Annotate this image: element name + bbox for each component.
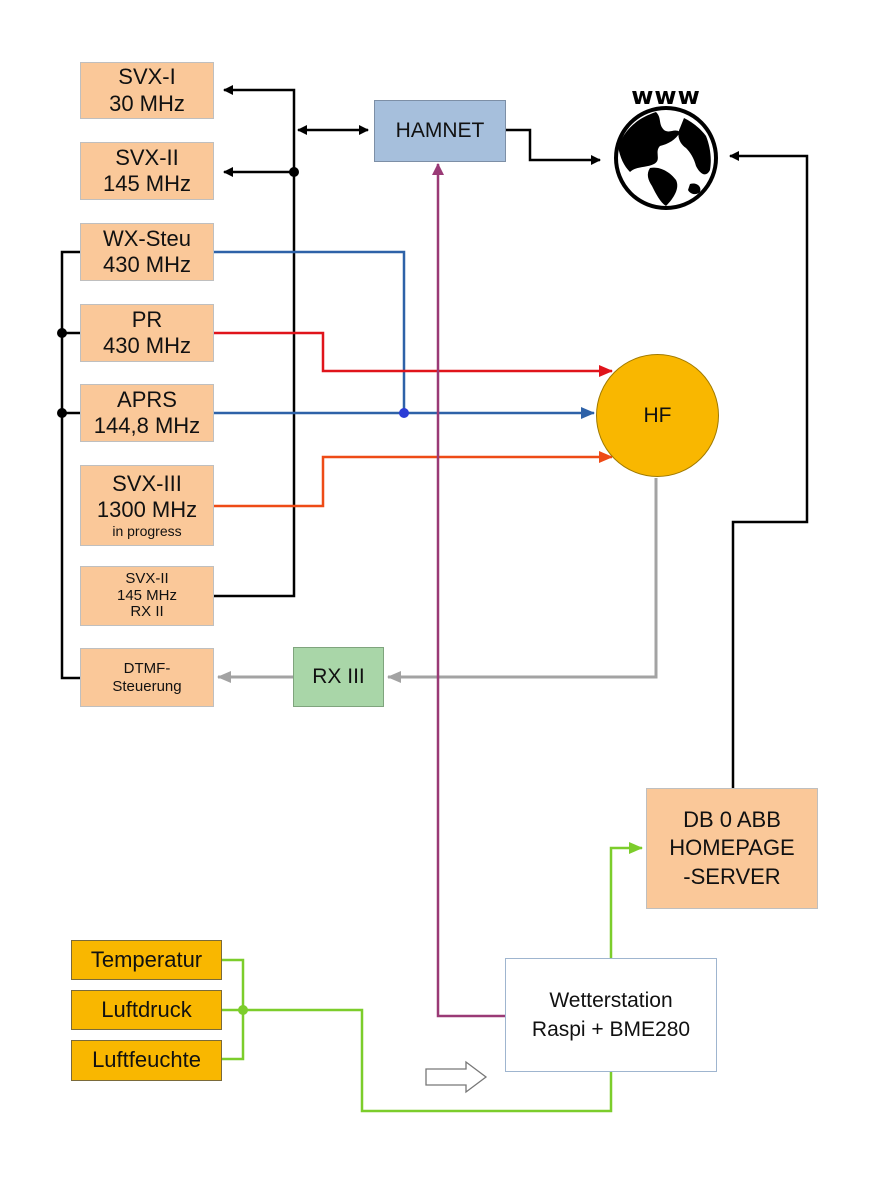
svx2-box: SVX-II 145 MHz <box>80 142 214 200</box>
rx3-label: RX III <box>312 665 365 689</box>
svx3-line1: SVX-III <box>112 470 182 496</box>
svx2-line2: 145 MHz <box>102 171 192 196</box>
svx3-line3: in progress <box>112 523 182 540</box>
wetterstation-line1: Wetterstation <box>549 988 673 1012</box>
svx2rx-line3: RX II <box>130 603 164 621</box>
hamnet-box: HAMNET <box>374 100 506 162</box>
server-www-line <box>729 151 809 788</box>
hf-rx3-gray-line <box>387 478 658 683</box>
wxsteu-line1: WX-Steu <box>102 225 192 251</box>
junction-dot <box>399 408 409 418</box>
dtmf-box: DTMF- Steuerung <box>80 648 214 707</box>
www-label: www <box>631 82 701 110</box>
svx1-line1: SVX-I <box>118 64 176 90</box>
rx3-box: RX III <box>293 647 384 707</box>
temperatur-box: Temperatur <box>71 940 222 980</box>
junction-dot <box>289 167 299 177</box>
luftdruck-box: Luftdruck <box>71 990 222 1030</box>
black-bus-left <box>60 250 80 680</box>
aprs-line2: 144,8 MHz <box>93 413 201 438</box>
globe-icon <box>614 106 718 210</box>
temperatur-label: Temperatur <box>90 946 203 972</box>
luftfeuchte-label: Luftfeuchte <box>92 1047 201 1073</box>
pr-red-line <box>214 331 613 377</box>
hollow-arrow-icon <box>425 1060 488 1094</box>
luftfeuchte-box: Luftfeuchte <box>71 1040 222 1081</box>
svx2-line1: SVX-II <box>115 144 179 170</box>
svx3-box: SVX-III 1300 MHz in progress <box>80 465 214 546</box>
dtmf-line1: DTMF- <box>123 659 171 677</box>
hamnet-www-line <box>506 128 601 165</box>
junction-dot <box>57 328 67 338</box>
pr-line2: 430 MHz <box>102 333 192 358</box>
hf-label: HF <box>643 403 672 427</box>
wxsteu-box: WX-Steu 430 MHz <box>80 223 214 281</box>
aprs-line1: APRS <box>117 386 177 412</box>
wxsteu-blue-line <box>214 250 406 413</box>
svx3-orange-line <box>214 451 613 508</box>
db0abb-line3: -SERVER <box>683 863 781 889</box>
wxsteu-line2: 430 MHz <box>102 252 192 277</box>
luftdruck-label: Luftdruck <box>101 996 192 1022</box>
junction-dot <box>57 408 67 418</box>
wetterstation-box: Wetterstation Raspi + BME280 <box>505 958 717 1072</box>
db0abb-line2: HOMEPAGE <box>669 835 795 861</box>
wetter-hamnet-purple-line <box>432 163 505 1018</box>
svx1-box: SVX-I 30 MHz <box>80 62 214 119</box>
svx1-line2: 30 MHz <box>109 90 185 116</box>
wetter-server-green-line <box>609 842 643 958</box>
aprs-box: APRS 144,8 MHz <box>80 384 214 442</box>
svx2rx-line2: 145 MHz <box>116 586 178 604</box>
dtmf-line2: Steuerung <box>112 677 182 695</box>
pr-box: PR 430 MHz <box>80 304 214 362</box>
db0abb-line1: DB 0 ABB <box>683 806 781 832</box>
svx2rx-line1: SVX-II <box>125 570 169 588</box>
db0abb-server-box: DB 0 ABB HOMEPAGE -SERVER <box>646 788 818 909</box>
black-bus-right <box>214 85 369 598</box>
svx3-line2: 1300 MHz <box>96 497 198 523</box>
svx2rx-box: SVX-II 145 MHz RX II <box>80 566 214 626</box>
wetterstation-line2: Raspi + BME280 <box>531 1018 691 1041</box>
pr-line1: PR <box>131 306 163 332</box>
junction-dot <box>238 1005 248 1015</box>
hf-circle: HF <box>596 354 719 477</box>
hamnet-label: HAMNET <box>395 119 485 143</box>
